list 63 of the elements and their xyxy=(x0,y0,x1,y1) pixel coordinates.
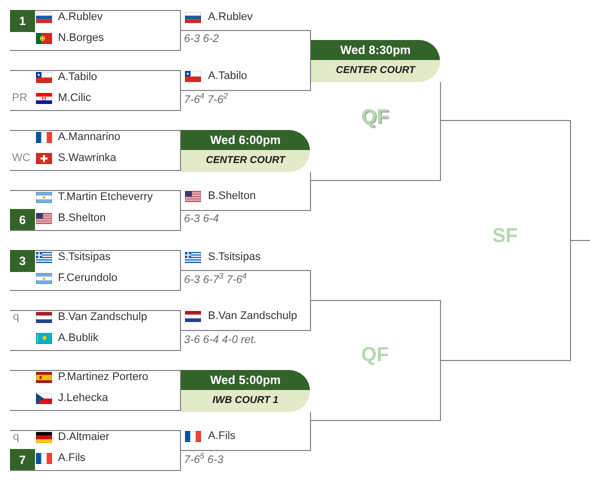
match-score: 6-3 6-7$^{3}$ 7-6$^{4}$ xyxy=(184,274,247,286)
match-bracket xyxy=(310,300,441,421)
player-name: A.Mannarino xyxy=(58,131,120,143)
match-bracket xyxy=(10,130,181,171)
match-score: 7-6$^{4}$ 7-6$^{2}$ xyxy=(184,94,228,106)
player-name: A.Fils xyxy=(58,452,86,464)
player-name: B.Van Zandschulp xyxy=(58,311,148,323)
player-name: S.Wawrinka xyxy=(58,152,116,164)
time-banner: Wed 5:00pm xyxy=(181,370,310,390)
match-bracket xyxy=(10,190,181,231)
schedule-tab xyxy=(311,40,440,82)
match-bracket xyxy=(180,270,311,331)
round-label: QF xyxy=(361,344,389,366)
player-name: A.Tabilo xyxy=(58,71,98,83)
entry-status: WC xyxy=(12,152,30,164)
round-label: SF xyxy=(492,225,518,247)
match-score: 7-6$^{5}$ 6-3 xyxy=(184,454,224,466)
entry-status: PR xyxy=(12,92,28,104)
match-bracket xyxy=(180,30,311,91)
player-name: S.Tsitsipas xyxy=(58,251,111,263)
seed-badge: 3 xyxy=(10,250,35,272)
match-bracket xyxy=(10,310,181,351)
match-score: 6-3 6-4 xyxy=(184,213,219,225)
match-bracket xyxy=(10,430,181,471)
round-label: QF xyxy=(361,106,389,128)
match-score: 6-3 6-2 xyxy=(184,33,219,45)
seed-badge: 7 xyxy=(10,449,35,470)
player-name: A.Bublik xyxy=(58,332,98,344)
match-bracket xyxy=(10,250,181,291)
entry-status: q xyxy=(13,431,20,443)
match-bracket xyxy=(180,172,311,211)
match-bracket xyxy=(180,412,311,451)
time-banner: Wed 6:00pm xyxy=(181,130,310,150)
match-bracket xyxy=(10,70,181,111)
player-name: B.Van Zandschulp xyxy=(208,310,298,322)
player-name: N.Borges xyxy=(58,32,104,44)
entry-status: q xyxy=(13,311,20,323)
player-name: T.Martin Etcheverry xyxy=(58,191,153,203)
time-banner: Wed 8:30pm xyxy=(311,40,440,60)
player-name: A.Fils xyxy=(208,430,236,442)
match-bracket xyxy=(440,120,590,361)
player-name: A.Rublev xyxy=(58,11,103,23)
match-score: 3-6 6-4 4-0 ret. xyxy=(184,334,257,346)
schedule-tab xyxy=(181,130,310,172)
player-name: M.Cilic xyxy=(58,92,91,104)
player-name: B.Shelton xyxy=(208,190,256,202)
match-bracket xyxy=(10,370,181,411)
court-name: IWB COURT 1 xyxy=(212,394,278,408)
match-bracket xyxy=(10,10,181,51)
court-name: CENTER COURT xyxy=(336,64,416,78)
player-name: P.Martinez Portero xyxy=(58,371,148,383)
match-bracket xyxy=(310,82,441,181)
player-name: F.Cerundolo xyxy=(58,272,118,284)
player-name: B.Shelton xyxy=(58,212,106,224)
player-name: A.Rublev xyxy=(208,11,253,23)
seed-badge: 6 xyxy=(10,209,35,230)
player-name: S.Tsitsipas xyxy=(208,251,261,263)
court-name: CENTER COURT xyxy=(206,154,286,168)
seed-badge: 1 xyxy=(10,10,35,32)
schedule-tab xyxy=(181,370,310,412)
player-name: D.Altmaier xyxy=(58,431,110,443)
player-name: J.Lehecka xyxy=(58,392,108,404)
player-name: A.Tabilo xyxy=(208,70,248,82)
